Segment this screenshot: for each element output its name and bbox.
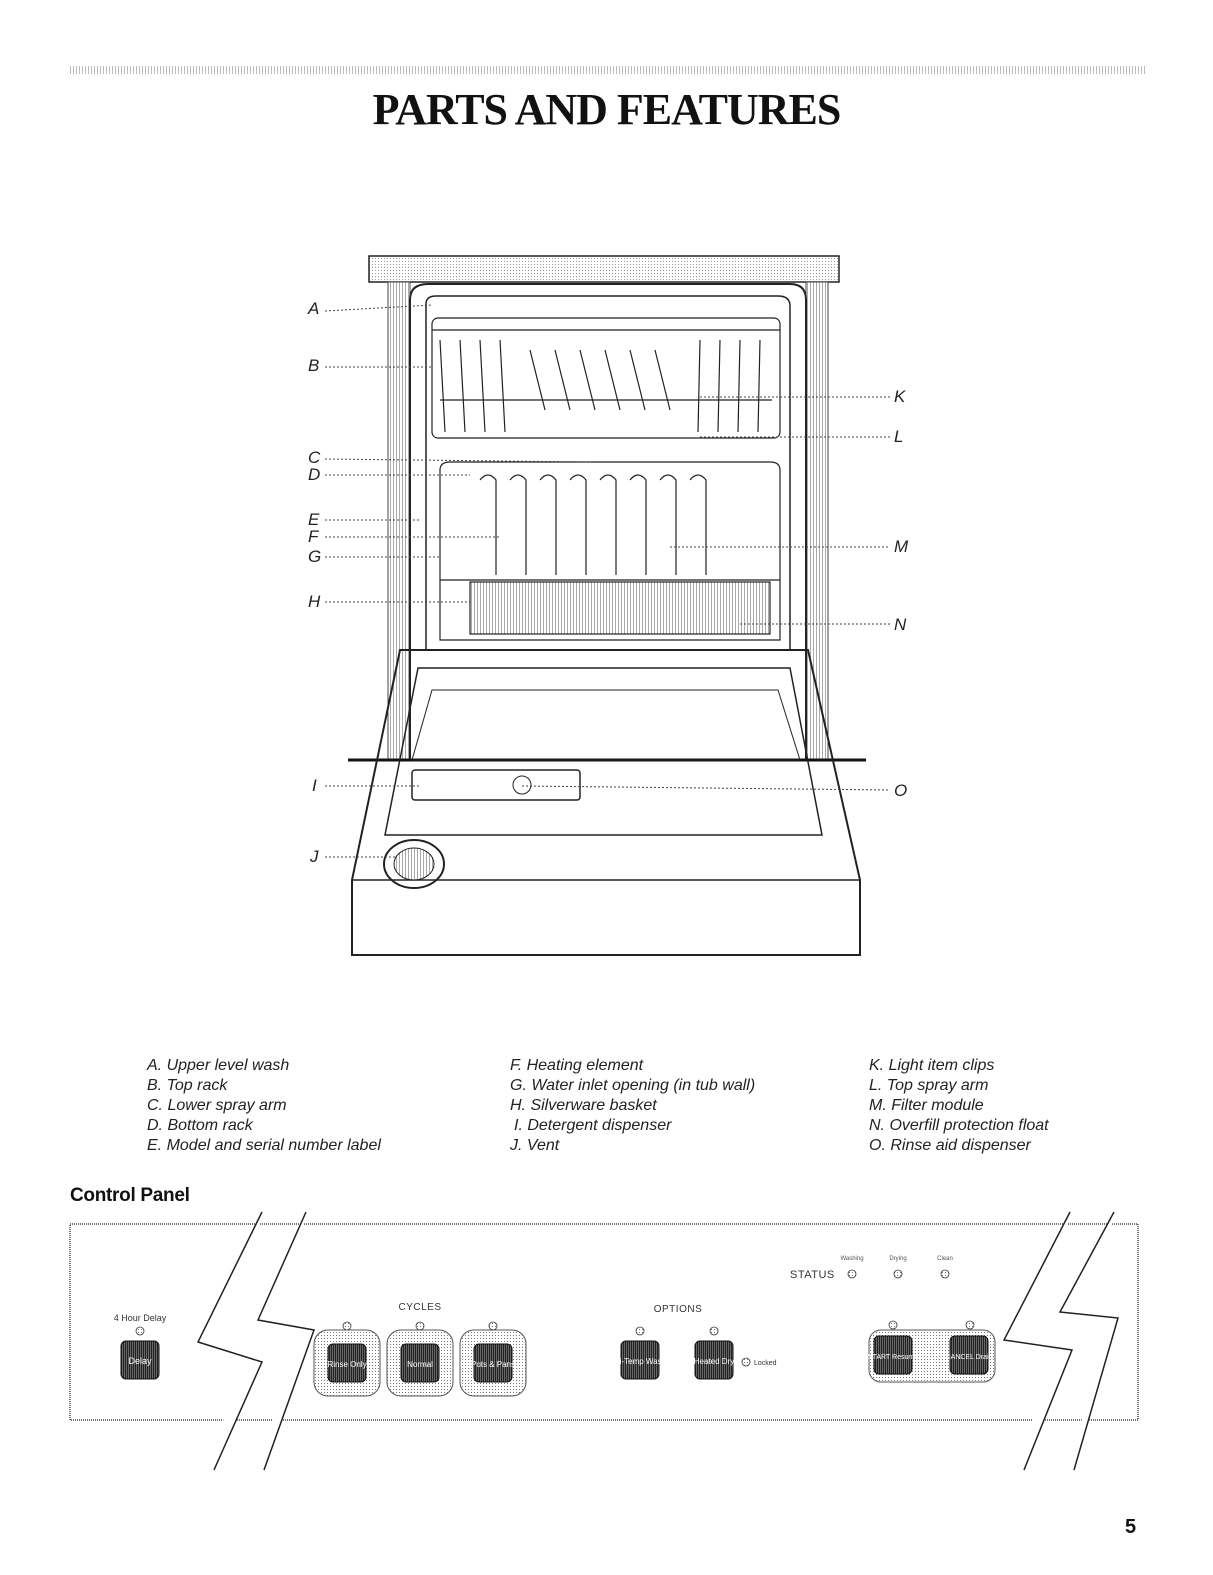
svg-text:Delay: Delay: [128, 1356, 152, 1366]
control-panel-heading: Control Panel: [70, 1185, 190, 1206]
cycles-label: CYCLES: [398, 1302, 441, 1313]
delay-button: [120, 1340, 160, 1380]
legend-item-m: M. Filter module: [869, 1097, 984, 1114]
tub: [409, 283, 807, 760]
svg-text:Washing: Washing: [840, 1256, 863, 1262]
callout-i: I: [312, 776, 317, 795]
heated-dry-button: [694, 1340, 734, 1380]
status-label: STATUS: [790, 1269, 835, 1281]
page-number: 5: [1125, 1516, 1137, 1538]
svg-text:Normal: Normal: [407, 1360, 433, 1369]
legend-item-i: I. Detergent dispenser: [514, 1117, 672, 1134]
pots-pans-button: [473, 1343, 513, 1383]
svg-text:Heated Dry: Heated Dry: [694, 1357, 734, 1366]
callout-a: A: [307, 299, 319, 318]
detergent-dispenser: [411, 769, 581, 801]
legend-item-c: C. Lower spray arm: [147, 1097, 287, 1114]
svg-text:Drying: Drying: [889, 1256, 906, 1262]
callout-labels: A B C D E F G H I J K L M N O: [307, 299, 909, 866]
svg-text:START Resume: START Resume: [868, 1354, 918, 1361]
delay-indicator: [135, 1326, 145, 1336]
panel-frame: [69, 1223, 1139, 1421]
locked-label: Locked: [754, 1360, 777, 1367]
legend-column-1: A. Upper level wash B. Top rack C. Lower…: [147, 1056, 381, 1156]
svg-text:CANCEL Drain: CANCEL Drain: [946, 1354, 993, 1361]
washing-light: [847, 1269, 857, 1279]
drying-light: [893, 1269, 903, 1279]
callout-h: H: [308, 592, 321, 611]
callout-n: N: [894, 615, 907, 634]
callout-o: O: [894, 781, 907, 800]
right-break-mark-2: [1058, 1211, 1119, 1471]
callout-d: D: [308, 465, 320, 484]
leader-lines: [324, 304, 891, 858]
rinse-only-button: [327, 1343, 367, 1383]
legend-item-n: N. Overfill protection float: [869, 1117, 1049, 1134]
locked-indicator: [741, 1357, 751, 1367]
options-label: OPTIONS: [654, 1304, 703, 1315]
legend-item-h: H. Silverware basket: [510, 1097, 657, 1114]
top-rule: [70, 66, 1145, 74]
legend-column-3: K. Light item clips L. Top spray arm M. …: [869, 1056, 1049, 1156]
svg-text:Rinse Only: Rinse Only: [327, 1360, 366, 1369]
legend-item-j: J. Vent: [510, 1137, 560, 1154]
callout-c: C: [308, 448, 321, 467]
legend-column-2: F. Heating element G. Water inlet openin…: [510, 1056, 755, 1156]
callout-l: L: [894, 427, 903, 446]
top-rack: [431, 317, 781, 439]
right-break-mark: [1002, 1211, 1074, 1471]
legend-item-d: D. Bottom rack: [147, 1117, 253, 1134]
legend-item-f: F. Heating element: [510, 1057, 644, 1074]
left-break-mark: [196, 1211, 264, 1471]
start-resume-button: [873, 1335, 913, 1375]
bottom-rack: [439, 461, 781, 641]
dishwasher-diagram: A B C D E F G H I J K L M N O: [307, 255, 909, 956]
left-break-mark-2: [256, 1211, 316, 1471]
clean-light: [940, 1269, 950, 1279]
legend-item-o: O. Rinse aid dispenser: [869, 1137, 1031, 1154]
legend-item-k: K. Light item clips: [869, 1057, 995, 1074]
callout-k: K: [894, 387, 906, 406]
normal-button: [400, 1343, 440, 1383]
legend-item-l: L. Top spray arm: [869, 1077, 989, 1094]
svg-text:Pots & Pans: Pots & Pans: [471, 1360, 515, 1369]
callout-m: M: [894, 537, 909, 556]
callout-g: G: [308, 547, 321, 566]
callout-e: E: [308, 510, 320, 529]
callout-f: F: [308, 527, 320, 546]
cancel-drain-button: [949, 1335, 989, 1375]
svg-text:Hi-Temp Wash: Hi-Temp Wash: [614, 1357, 666, 1366]
legend-item-b: B. Top rack: [147, 1077, 228, 1094]
control-panel-illustration: 4 Hour Delay Delay CYCLES Rinse Only Nor…: [69, 1211, 1139, 1471]
vent: [383, 839, 445, 889]
svg-text:Clean: Clean: [937, 1256, 953, 1262]
delay-label: 4 Hour Delay: [114, 1313, 167, 1323]
legend-item-a: A. Upper level wash: [147, 1057, 290, 1074]
page-title: PARTS AND FEATURES: [372, 85, 842, 134]
legend-item-g: G. Water inlet opening (in tub wall): [510, 1077, 756, 1094]
callout-b: B: [308, 356, 319, 375]
hi-temp-wash-button: [620, 1340, 660, 1380]
legend-item-e: E. Model and serial number label: [147, 1137, 381, 1154]
countertop: [368, 255, 840, 283]
callout-j: J: [309, 847, 319, 866]
